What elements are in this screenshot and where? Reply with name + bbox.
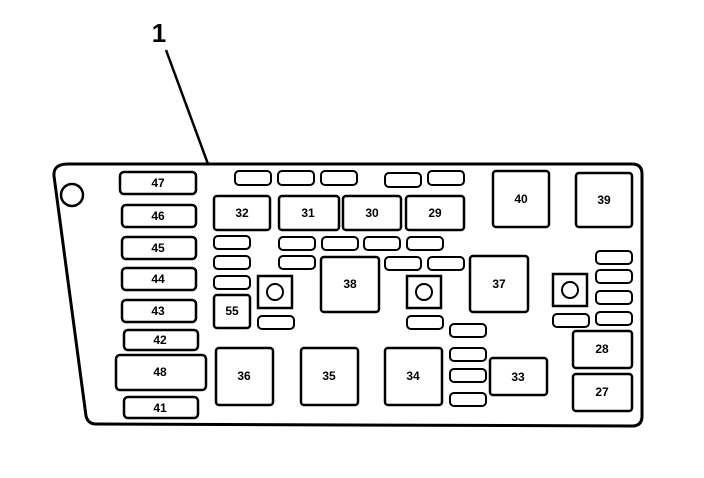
mini-fuse	[277, 170, 315, 186]
fuse-42	[122, 328, 200, 352]
fuse-55-label: 55	[225, 304, 239, 318]
bottom-mini-fuses	[449, 323, 487, 407]
mini-fuse	[278, 236, 316, 251]
mini-fuse	[449, 323, 487, 338]
fuse-48	[114, 353, 208, 392]
relay-37-label: 37	[492, 277, 506, 291]
fuse-31	[277, 194, 341, 232]
relay-27	[571, 372, 634, 413]
relay-27-label: 27	[595, 385, 609, 399]
mini-fuse	[427, 256, 465, 271]
fuse-41	[122, 395, 200, 420]
relay-40	[491, 169, 551, 229]
fuse-32	[212, 194, 272, 232]
relay-39-label: 39	[597, 193, 611, 207]
fuse-29-label: 29	[428, 206, 442, 220]
relay-33	[488, 356, 549, 397]
mini-fuse	[257, 315, 295, 330]
mini-fuse	[449, 368, 487, 383]
mini-fuse	[595, 269, 633, 284]
left-column-fuses: 47 46 45 44 43 42 48 41	[114, 170, 208, 420]
relay-38-label: 38	[343, 277, 357, 291]
mini-fuse	[595, 311, 633, 326]
mini-fuse	[278, 255, 316, 270]
mini-fuse	[595, 290, 633, 305]
mini-fuse	[321, 236, 359, 251]
mounting-hole	[59, 182, 85, 208]
relay-36-label: 36	[237, 369, 251, 383]
relay-36	[214, 346, 275, 407]
fuse-41-label: 41	[153, 401, 167, 415]
mini-fuse	[384, 256, 422, 271]
fuse-43-label: 43	[151, 304, 165, 318]
mini-fuse	[406, 315, 444, 330]
fuse-31-label: 31	[301, 206, 315, 220]
maxi-fuse-row: 32 31 30 29	[212, 194, 466, 232]
callout-number: 1	[152, 18, 166, 48]
mini-fuse	[213, 275, 251, 290]
top-mini-fuses	[234, 170, 465, 188]
fuse-30	[341, 194, 403, 232]
relay-35-label: 35	[322, 369, 336, 383]
mini-fuse	[406, 236, 444, 251]
relay-34-label: 34	[406, 369, 420, 383]
mini-fuse	[213, 235, 251, 250]
middle-mini-fuses	[213, 235, 590, 330]
relay-37	[468, 254, 530, 314]
relay-39	[574, 171, 634, 229]
relay-40-label: 40	[514, 192, 528, 206]
fuse-43	[120, 298, 198, 324]
mini-fuse	[320, 170, 358, 186]
stud-terminal	[405, 274, 443, 310]
mini-fuse	[363, 236, 401, 251]
stud-bolt-icon	[266, 283, 284, 301]
relay-33-label: 33	[511, 370, 525, 384]
stud-terminal	[256, 274, 294, 310]
mini-fuse	[595, 250, 633, 265]
stud-bolt-icon	[415, 283, 433, 301]
fuse-42-label: 42	[153, 333, 167, 347]
mini-fuse	[234, 170, 272, 186]
fuse-46-label: 46	[151, 209, 165, 223]
right-mini-fuses	[595, 250, 633, 326]
mini-fuse	[449, 347, 487, 362]
fuse-48-label: 48	[153, 365, 167, 379]
fuse-45-label: 45	[151, 241, 165, 255]
mini-fuse	[213, 255, 251, 270]
fuse-45	[120, 235, 198, 261]
mini-fuse	[552, 313, 590, 328]
fuse-32-label: 32	[235, 206, 249, 220]
fuse-46	[120, 203, 198, 229]
fuse-30-label: 30	[365, 206, 379, 220]
mini-fuse	[427, 170, 465, 186]
stud-bolt-icon	[561, 281, 579, 299]
fuse-29	[404, 194, 466, 232]
fuse-44	[120, 266, 198, 292]
stud-terminals	[256, 272, 589, 310]
mini-fuse	[384, 172, 422, 188]
fuse-47	[118, 170, 198, 196]
relay-28	[571, 329, 634, 370]
relay-38	[319, 255, 381, 314]
relay-34	[383, 346, 444, 407]
relay-28-label: 28	[595, 342, 609, 356]
fuse-47-label: 47	[151, 176, 165, 190]
mini-fuse	[449, 392, 487, 407]
fuse-55	[212, 293, 252, 330]
relay-35	[299, 346, 360, 407]
fuse-44-label: 44	[151, 272, 165, 286]
